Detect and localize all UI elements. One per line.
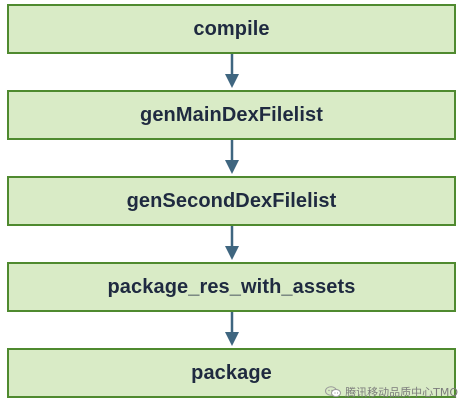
- step-package: package: [7, 348, 456, 398]
- step-label-gen-main-dex-filelist: genMainDexFilelist: [140, 103, 323, 126]
- step-gen-main-dex-filelist: genMainDexFilelist: [7, 90, 456, 140]
- arrow-down-icon: [225, 140, 239, 174]
- step-gen-second-dex-filelist: genSecondDexFilelist: [7, 176, 456, 226]
- step-label-compile: compile: [193, 17, 270, 40]
- arrow-down-icon: [225, 226, 239, 260]
- step-label-package-res-with-assets: package_res_with_assets: [107, 275, 356, 298]
- watermark-text: 腾讯移动品质中心TMQ: [345, 386, 458, 399]
- arrow-down-icon: [225, 312, 239, 346]
- watermark: 腾讯移动品质中心TMQ: [325, 384, 458, 400]
- arrow-down-icon: [225, 54, 239, 88]
- step-label-package: package: [191, 361, 272, 384]
- step-package-res-with-assets: package_res_with_assets: [7, 262, 456, 312]
- chat-bubbles-icon: [325, 386, 342, 397]
- step-label-gen-second-dex-filelist: genSecondDexFilelist: [126, 189, 337, 212]
- step-compile: compile: [7, 4, 456, 54]
